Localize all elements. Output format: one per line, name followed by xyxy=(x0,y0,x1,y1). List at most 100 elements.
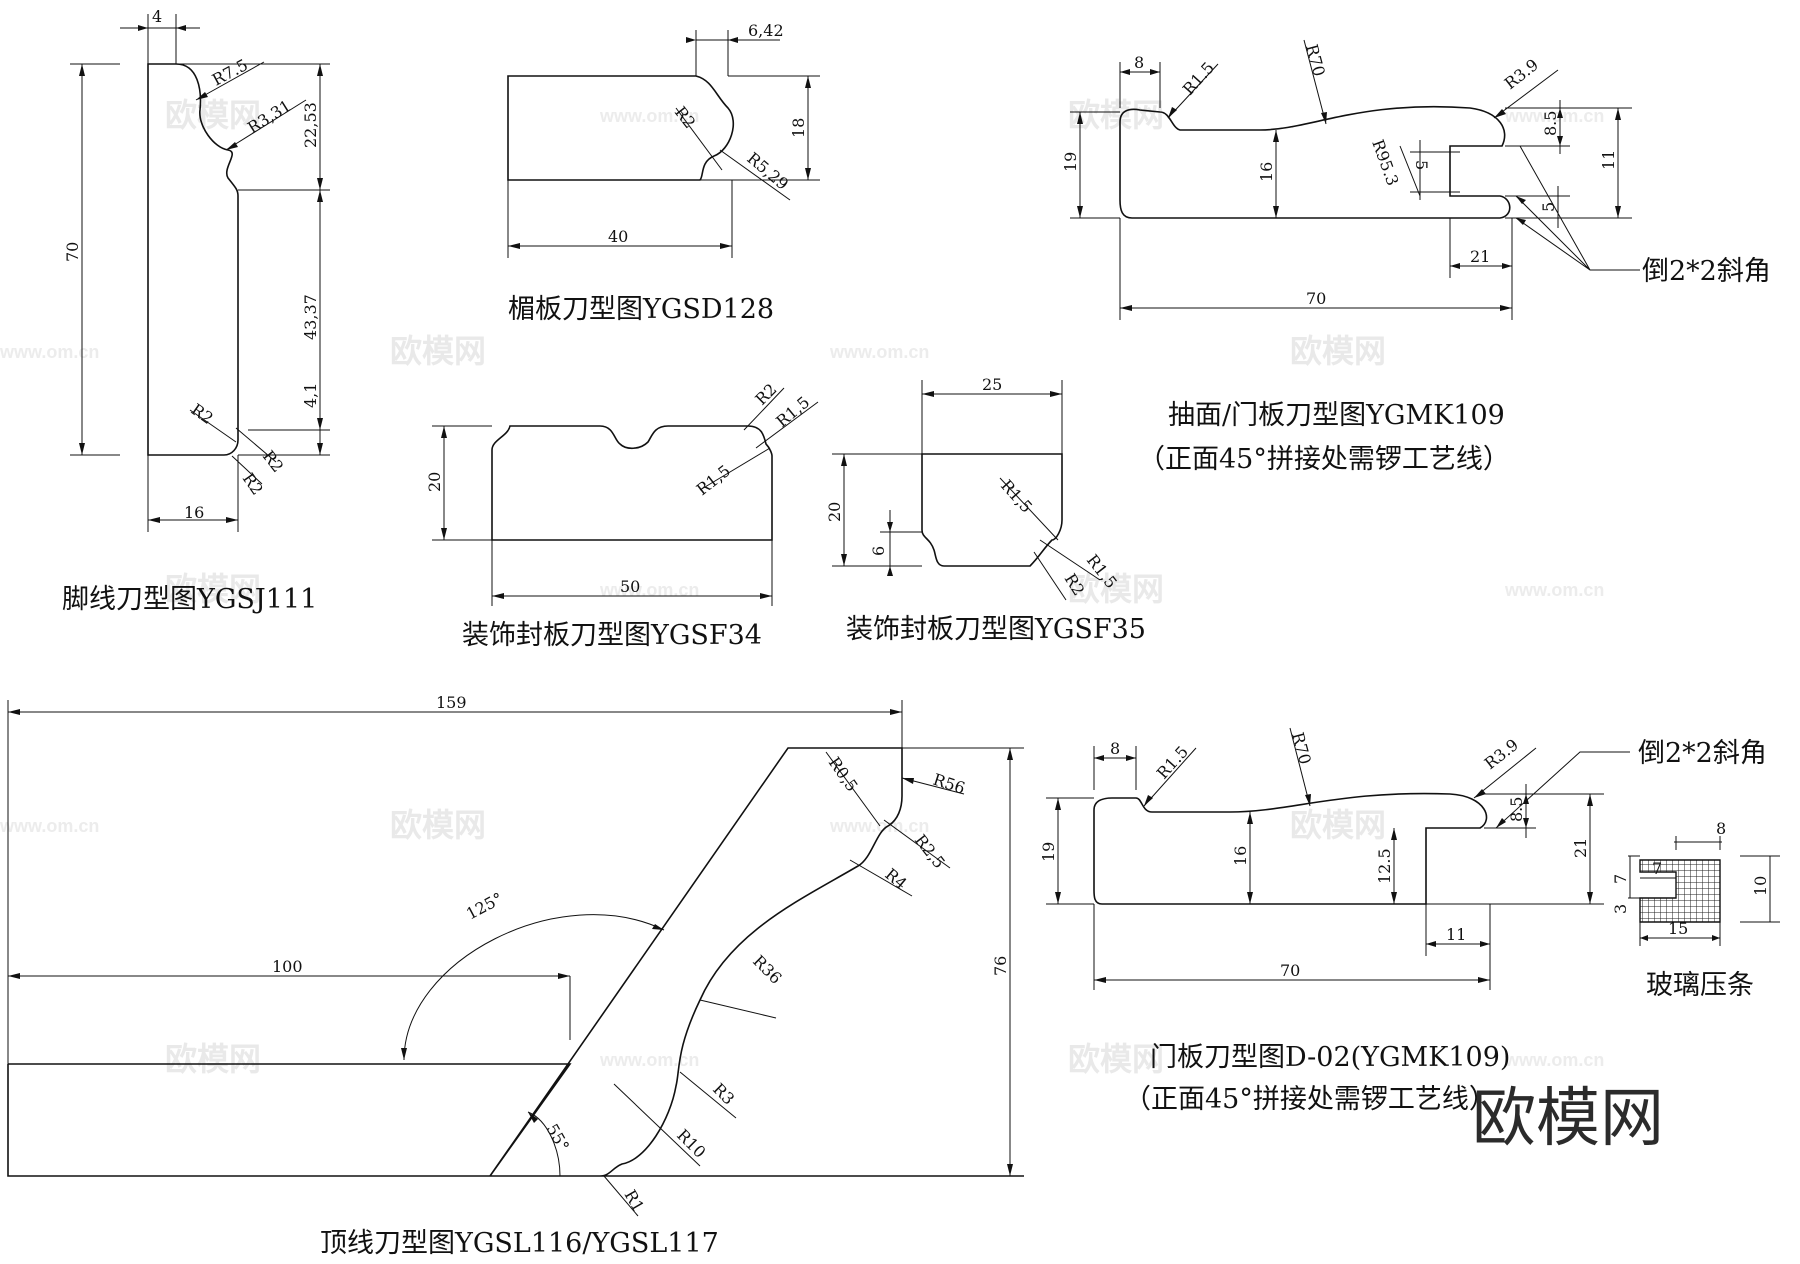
drawer-dim: R70 xyxy=(1302,42,1329,78)
glass-bead-dim: 15 xyxy=(1668,919,1688,938)
drawer-outline xyxy=(1119,105,1511,219)
footboard-dim: R2 xyxy=(239,469,267,498)
glass-bead-title: 玻璃压条 xyxy=(1646,970,1754,1001)
drawer-subtitle: （正面45°拼接处需锣工艺线） xyxy=(1138,444,1510,475)
crown-title: 顶线刀型图YGSL116/YGSL117 xyxy=(320,1228,719,1259)
seal34-title: 装饰封板刀型图YGSF34 xyxy=(462,620,762,651)
lintel-title: 楣板刀型图YGSD128 xyxy=(508,294,774,325)
drawer-dim: R1.5 xyxy=(1179,58,1218,99)
watermark-url: www.om.cn xyxy=(1504,580,1604,600)
brand-logo: 欧模网 xyxy=(1472,1082,1664,1156)
lintel-dim: R5,29 xyxy=(743,149,792,194)
watermark-brand: 欧模网 xyxy=(1068,97,1164,133)
lintel-dim: 40 xyxy=(608,227,628,246)
door-d02-dim: R1.5 xyxy=(1153,742,1192,783)
drawer-title: 抽面/门板刀型图YGMK109 xyxy=(1168,400,1505,431)
door-d02-dim: R3.9 xyxy=(1481,735,1522,773)
door-d02-dim: 12.5 xyxy=(1375,848,1394,884)
seal35-dim: 20 xyxy=(825,502,844,522)
footboard-dim: 22,53 xyxy=(301,102,320,148)
footboard-dim: 4,1 xyxy=(301,383,320,408)
footboard-dim: 70 xyxy=(63,242,82,262)
drawer-dim: 8 xyxy=(1134,53,1144,72)
crown-dim: 76 xyxy=(991,956,1010,976)
drawer-dim: R95.3 xyxy=(1368,137,1402,188)
footboard-dim: 16 xyxy=(184,503,204,522)
seal34-outline xyxy=(491,425,773,541)
seal35-dim: 25 xyxy=(982,375,1002,394)
glass-bead-dim: 8 xyxy=(1716,819,1726,838)
lintel-dim: 6,42 xyxy=(748,21,784,40)
drawer-dim: 8.5 xyxy=(1541,111,1560,136)
door-d02-dim: 70 xyxy=(1280,961,1300,980)
crown-dim: R0,5 xyxy=(825,753,862,795)
door-d02-dim: 16 xyxy=(1231,846,1250,866)
watermark-url: www.om.cn xyxy=(599,1050,699,1070)
crown-dim: R3 xyxy=(709,1079,738,1108)
watermark-layer: 欧模网 www.om.cn 欧模网 www.om.cn www.om.cn 欧模… xyxy=(0,97,1604,1077)
watermark-brand: 欧模网 xyxy=(390,807,486,843)
door-d02-title: 门板刀型图D-02(YGMK109) xyxy=(1150,1042,1510,1073)
watermark-url: www.om.cn xyxy=(829,816,929,836)
watermark-url: www.om.cn xyxy=(0,816,99,836)
crown-dim: R10 xyxy=(673,1125,709,1161)
watermark-brand: 欧模网 xyxy=(1068,571,1164,607)
watermark-url: www.om.cn xyxy=(1504,1050,1604,1070)
crown-dim: 159 xyxy=(436,693,467,712)
door-d02-subtitle: （正面45°拼接处需锣工艺线） xyxy=(1124,1084,1496,1115)
watermark-brand: 欧模网 xyxy=(390,333,486,369)
footboard-dim: 4 xyxy=(152,7,162,26)
seal35-title: 装饰封板刀型图YGSF35 xyxy=(846,614,1146,645)
drawer-dim: 5 xyxy=(1539,202,1558,212)
crown-dim: 125° xyxy=(463,889,506,924)
door-d02-chamfer-note: 倒2*2斜角 xyxy=(1638,738,1767,769)
watermark-url: www.om.cn xyxy=(1504,106,1604,126)
seal34-dim: R2 xyxy=(751,380,780,409)
crown-outline xyxy=(7,747,1024,1177)
drawer-profile: 8 R1.5 R70 R3.9 8.5 11 R95.3 5 16 19 5 xyxy=(1061,39,1771,475)
drawer-dim: 70 xyxy=(1306,289,1326,308)
footboard-title: 脚线刀型图YGSJ111 xyxy=(62,584,317,615)
crown-dim: 55° xyxy=(543,1121,574,1155)
watermark-brand: 欧模网 xyxy=(1290,807,1386,843)
door-d02-dim: 21 xyxy=(1571,838,1590,858)
watermark-brand: 欧模网 xyxy=(1290,333,1386,369)
watermark-brand: 欧模网 xyxy=(165,571,261,607)
footboard-dim: R7.5 xyxy=(209,55,251,89)
crown-dim: R2,5 xyxy=(911,831,949,872)
drawer-dim: R3.9 xyxy=(1501,55,1542,93)
crown-profile: 159 100 125° 55° 76 R0,5 R56 R2,5 R4 R36… xyxy=(7,693,1024,1259)
watermark-brand: 欧模网 xyxy=(1068,1041,1164,1077)
seal35-profile: 25 20 6 R1,5 R1,5 R2 装饰封板刀型图YGSF35 xyxy=(825,375,1146,645)
drawer-dim: 21 xyxy=(1470,247,1490,266)
seal34-dim: 20 xyxy=(425,472,444,492)
glass-bead-dim: 10 xyxy=(1751,876,1770,896)
glass-bead-dim: 7 xyxy=(1652,859,1662,878)
watermark-url: www.om.cn xyxy=(599,580,699,600)
crown-dim: R56 xyxy=(931,770,968,798)
watermark-brand: 欧模网 xyxy=(165,97,261,133)
door-d02-outline xyxy=(1093,792,1488,905)
crown-dim: R36 xyxy=(749,951,785,987)
seal34-dim: R1,5 xyxy=(772,392,813,431)
watermark-url: www.om.cn xyxy=(599,106,699,126)
glass-bead-dim: 3 xyxy=(1611,904,1630,914)
glass-bead-profile: 8 7 7 3 10 15 玻璃压条 xyxy=(1611,819,1780,1001)
crown-dim: 100 xyxy=(272,957,303,976)
seal34-dim: R1,5 xyxy=(693,461,734,499)
lintel-profile: 6,42 18 R2 R5,29 40 楣板刀型图YGSD128 xyxy=(507,21,820,325)
door-d02-profile: 8 R1.5 R70 R3.9 8.5 19 16 12.5 21 11 70 … xyxy=(1039,727,1767,1115)
door-d02-dim: 19 xyxy=(1039,842,1058,862)
drawer-dim: 11 xyxy=(1599,150,1618,170)
drawer-chamfer-note: 倒2*2斜角 xyxy=(1642,256,1771,287)
crown-dim: R1 xyxy=(621,1187,649,1216)
drawer-dim: 5 xyxy=(1412,160,1431,170)
drawer-dim: 16 xyxy=(1257,162,1276,182)
footboard-dim: R2 xyxy=(188,400,217,428)
footboard-dim: 43,37 xyxy=(301,294,320,340)
crown-dim: R4 xyxy=(881,865,910,894)
seal34-dim: 50 xyxy=(620,577,640,596)
door-d02-dim: 8 xyxy=(1110,739,1120,758)
glass-bead-dim: 7 xyxy=(1611,874,1630,884)
